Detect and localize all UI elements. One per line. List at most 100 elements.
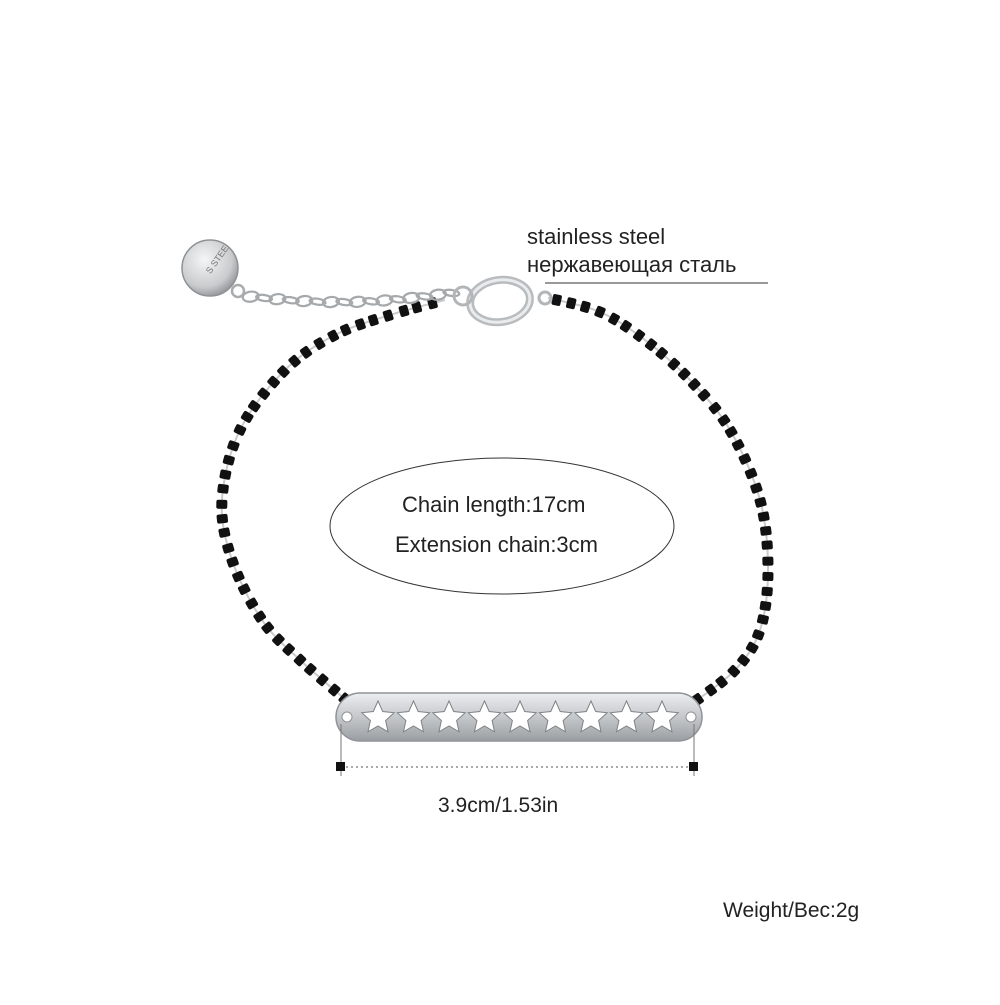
bead (717, 414, 731, 427)
bead (579, 300, 591, 313)
bead (257, 387, 271, 400)
tag-jump-ring (230, 283, 246, 299)
bead (304, 663, 317, 676)
bead (293, 653, 307, 667)
bead (316, 673, 329, 687)
bead (724, 426, 738, 438)
bead (219, 469, 232, 480)
lobster-clasp (452, 275, 553, 327)
extension-link (255, 293, 274, 303)
extension-link (375, 294, 394, 307)
bead (277, 365, 290, 378)
material-label-en: stainless steel (527, 224, 666, 249)
bead (632, 329, 646, 342)
bead (267, 375, 280, 389)
bead (687, 378, 701, 391)
bead (411, 301, 423, 314)
bead (551, 294, 562, 306)
star-cutout (538, 699, 573, 733)
logo-tag (181, 239, 239, 297)
bead (756, 614, 769, 625)
bead (237, 583, 251, 595)
dimension-line (336, 724, 698, 776)
bead (761, 586, 773, 597)
bead (261, 621, 275, 634)
weight-label: Weight/Вес:2g (723, 899, 860, 922)
star-cutouts (360, 699, 680, 733)
bead (744, 467, 758, 480)
bead (217, 483, 229, 494)
bead (232, 570, 245, 583)
bead (757, 511, 770, 522)
bead (240, 411, 254, 423)
bead (760, 525, 772, 536)
bead (233, 424, 247, 436)
bead (745, 641, 759, 654)
extension-link (442, 288, 461, 298)
star-cutout (573, 699, 609, 733)
material-label-ru: нержавеющая сталь (527, 252, 737, 277)
bead (704, 683, 718, 697)
bead (644, 338, 658, 351)
bead (299, 345, 313, 359)
bead (708, 401, 722, 415)
bead (738, 453, 752, 465)
bead (750, 482, 763, 494)
bead (222, 454, 235, 466)
star-bar-pendant (335, 692, 703, 742)
bead (715, 675, 728, 689)
bead (655, 347, 668, 360)
bead (218, 527, 231, 538)
bead (382, 309, 394, 322)
bead (253, 610, 267, 623)
bead (327, 329, 340, 343)
bead (222, 542, 235, 554)
bead (667, 357, 681, 371)
star-cutout (644, 699, 680, 733)
bead (282, 643, 295, 656)
bead (678, 367, 691, 381)
bead (216, 499, 228, 509)
bead (759, 600, 772, 611)
bead (762, 571, 774, 582)
star-cutout (360, 699, 396, 733)
bead (245, 597, 259, 610)
bead (737, 654, 750, 667)
extension-link (362, 297, 381, 306)
extension-link (335, 297, 354, 307)
bead (226, 556, 239, 568)
bead (248, 400, 261, 413)
bead (227, 440, 240, 452)
bar-width-label: 3.9cm/1.53in (438, 794, 559, 817)
bead (754, 497, 767, 508)
star-cutout (431, 699, 467, 733)
star-cutout (396, 699, 431, 733)
extension-link (415, 292, 434, 301)
bead (761, 540, 773, 550)
bead-chain (216, 294, 774, 706)
bead (398, 304, 410, 317)
spec-ellipse (329, 457, 675, 595)
bead (727, 665, 741, 678)
bead (328, 683, 341, 697)
bead (731, 439, 745, 451)
chain-length-label: Chain length:17cm (402, 492, 586, 517)
bead (752, 629, 765, 641)
extension-chain (241, 288, 461, 309)
extension-link (308, 297, 327, 306)
bead (354, 318, 366, 331)
extension-link (388, 295, 407, 304)
bead (216, 513, 229, 524)
extension-link (321, 295, 340, 309)
star-cutout (609, 699, 644, 733)
bead (594, 305, 606, 319)
bead (697, 388, 711, 402)
bead (608, 312, 620, 326)
bead (313, 337, 326, 350)
bead (565, 297, 577, 310)
star-cutout (467, 699, 502, 733)
extension-link (348, 295, 367, 309)
bead (288, 354, 301, 368)
